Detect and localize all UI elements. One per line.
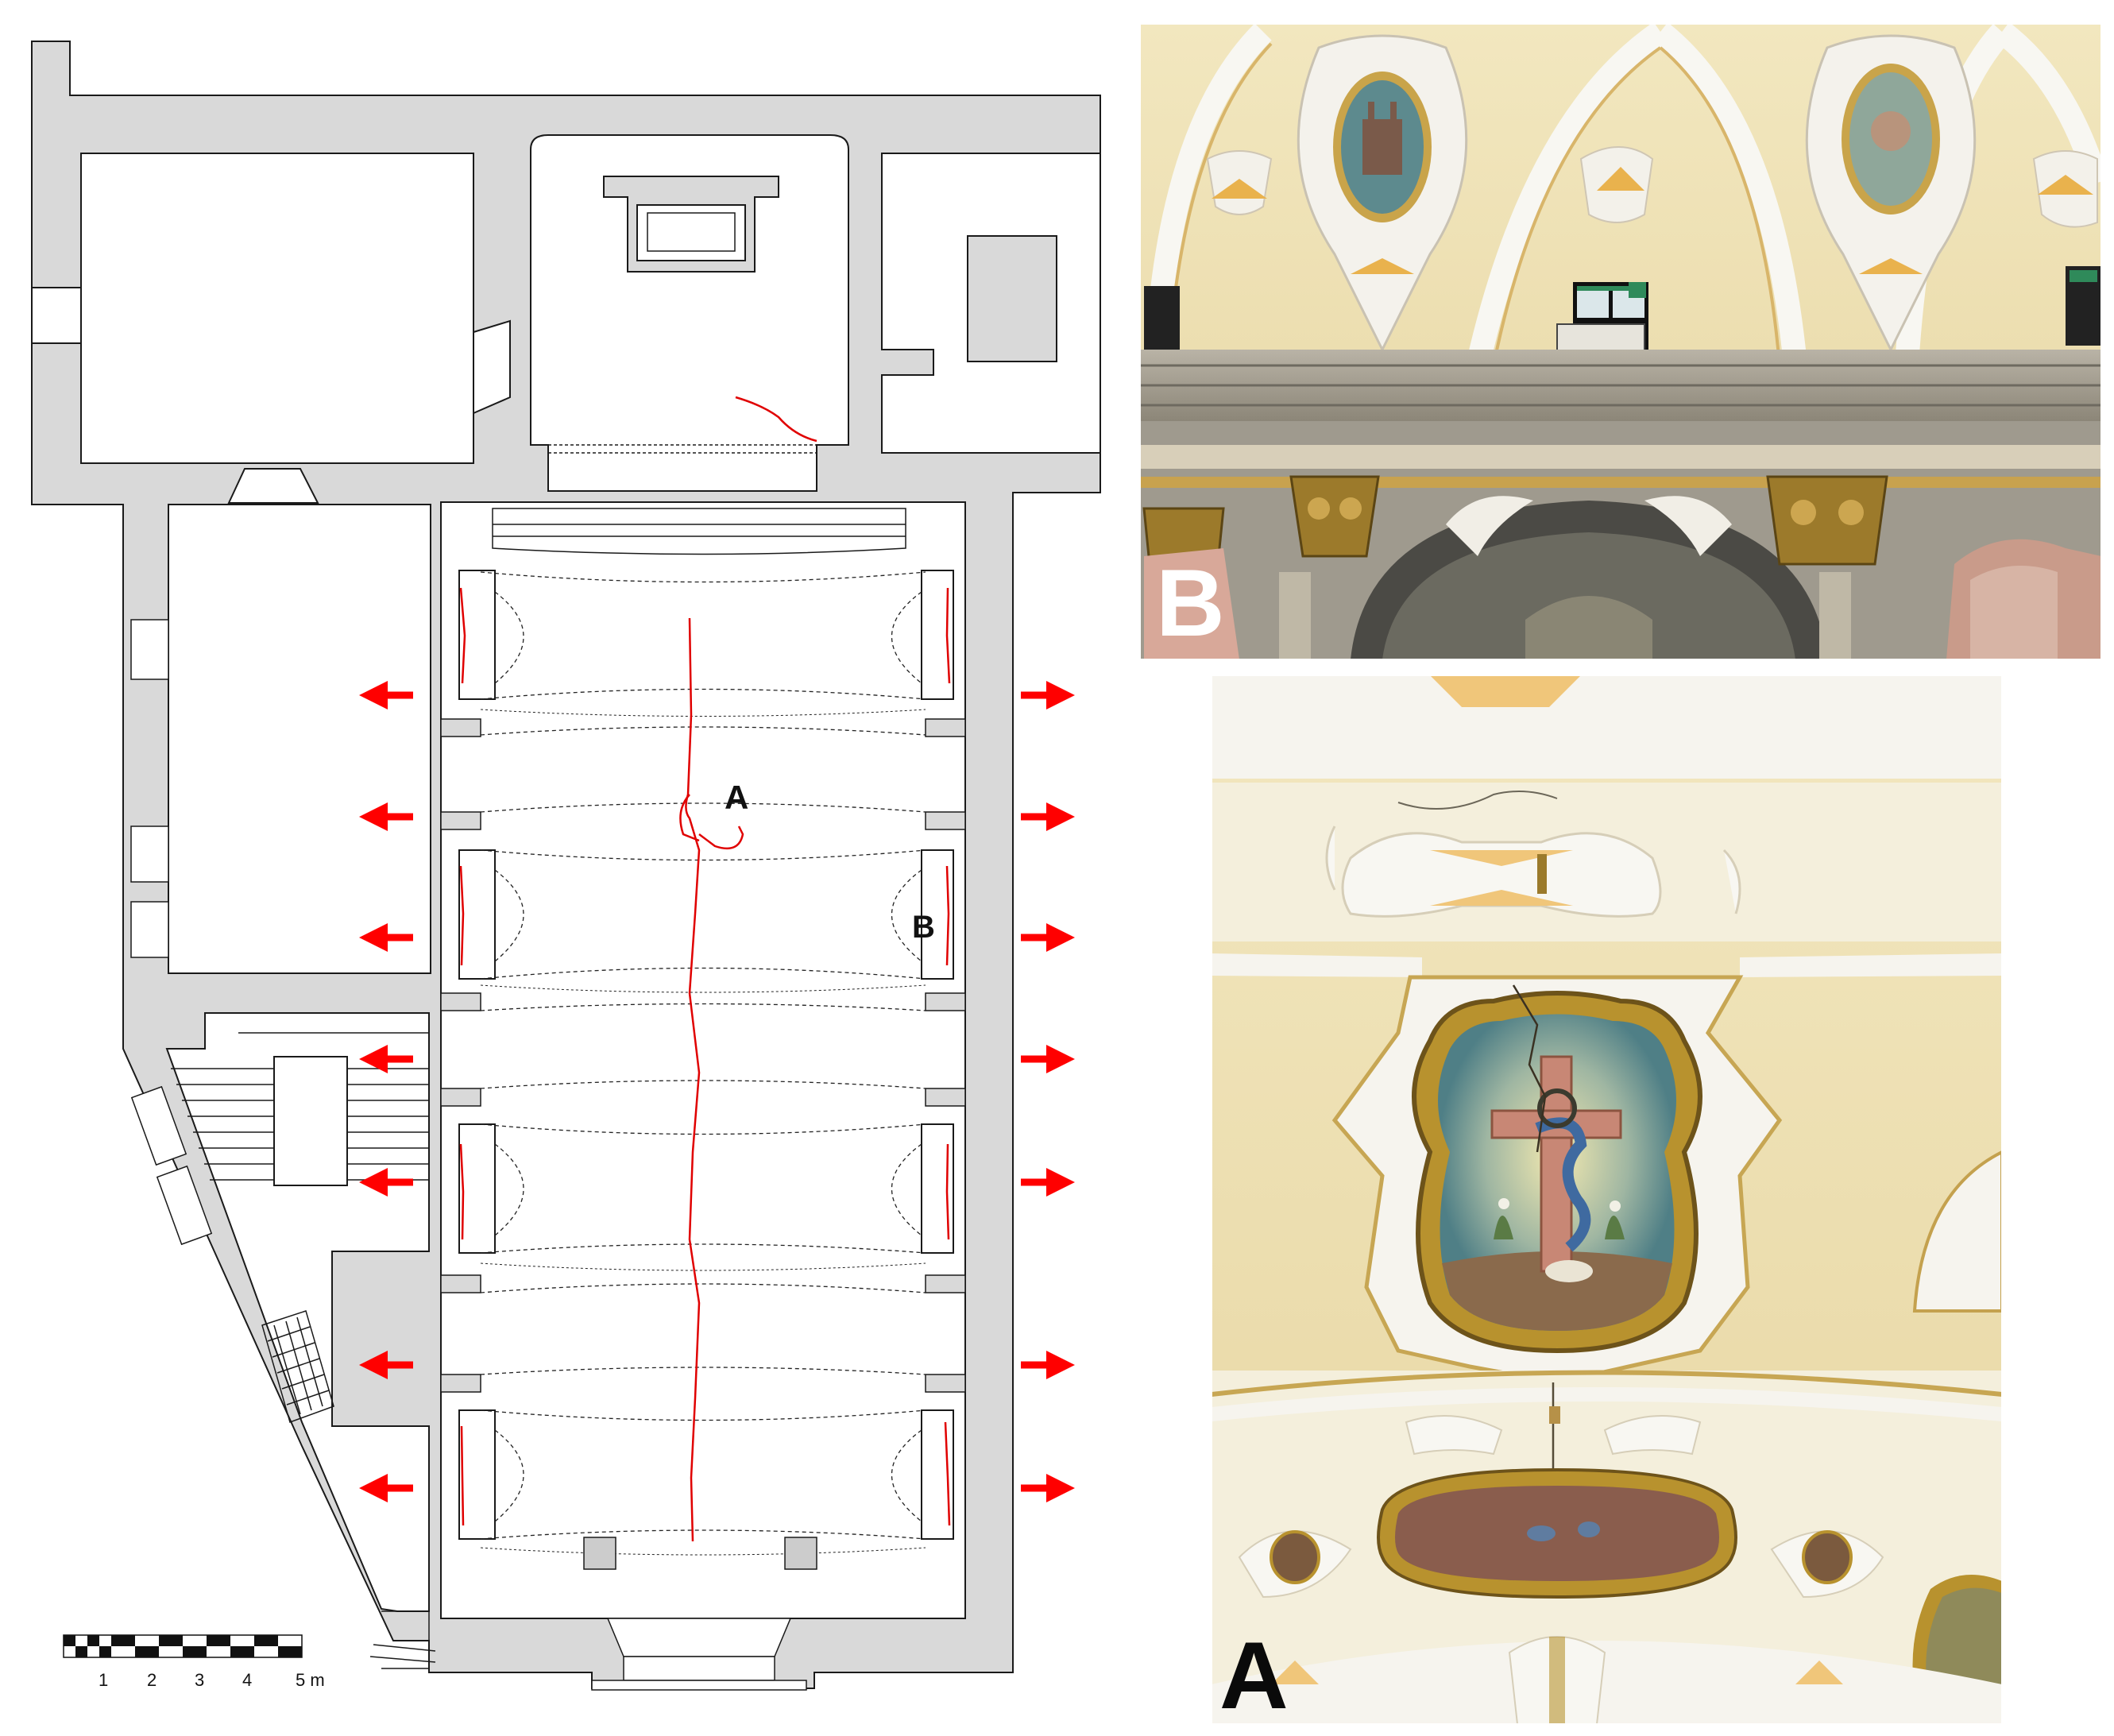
doorway-west xyxy=(31,287,82,344)
floor-plan: A B xyxy=(31,41,1101,1691)
scale-bar: 1 2 3 4 5 m xyxy=(63,1634,325,1690)
pier-northeast xyxy=(967,235,1057,362)
plan-label-b: B xyxy=(912,910,935,945)
plan-label-a: A xyxy=(725,779,748,816)
scale-tick-3: 3 xyxy=(195,1670,204,1690)
scale-tick-2: 2 xyxy=(147,1670,157,1690)
stucco-cartouche-right xyxy=(1805,34,1977,353)
room-northwest xyxy=(80,153,474,464)
photo-b-letter: B xyxy=(1156,550,1225,656)
scale-tick-1: 1 xyxy=(99,1670,108,1690)
entrance xyxy=(591,1618,807,1691)
scale-tick-5: 5 m xyxy=(296,1670,325,1690)
doorway-room-link xyxy=(473,319,511,415)
corner-steps xyxy=(369,1610,436,1669)
photo-a-letter: A xyxy=(1219,1622,1289,1729)
photo-b-vault-detail: B xyxy=(1139,23,2102,660)
apse-steps xyxy=(492,444,906,555)
scale-tick-4: 4 xyxy=(242,1670,252,1690)
pilasters xyxy=(440,718,966,1393)
photo-a-vault-crack: A xyxy=(1211,675,2003,1729)
staircase-area xyxy=(165,1012,430,1612)
stair-treads-lower xyxy=(261,1310,334,1423)
crack-lines xyxy=(459,396,951,1542)
vault-projection xyxy=(480,571,926,1540)
deformation-arrows-right xyxy=(1021,681,1075,1502)
stair-treads xyxy=(171,1032,429,1181)
stucco-ornament-top xyxy=(1325,825,1741,918)
apse-room xyxy=(530,134,849,492)
stucco-cartouche-left xyxy=(1297,34,1468,353)
clerestory-windows xyxy=(1144,266,2101,357)
side-niches xyxy=(458,570,954,1540)
doorway-south-nw xyxy=(227,468,319,504)
deformation-arrows-left xyxy=(359,681,413,1502)
room-west-long xyxy=(168,504,431,974)
column-base-left xyxy=(583,1537,616,1570)
nave xyxy=(440,501,966,1619)
transverse-arches xyxy=(480,709,926,1556)
column-base-right xyxy=(784,1537,817,1570)
stair-core xyxy=(273,1056,348,1186)
